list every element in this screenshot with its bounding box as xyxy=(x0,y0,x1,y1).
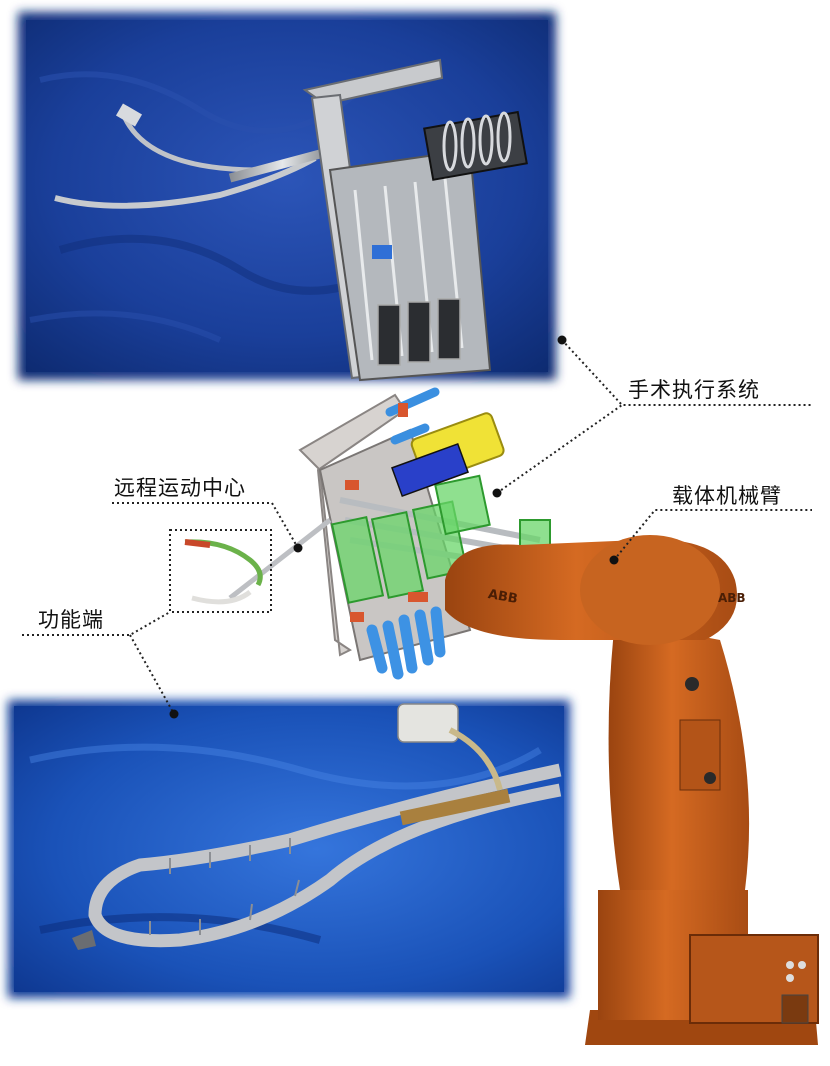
leader-dot-cad xyxy=(492,488,502,498)
bottom-photo xyxy=(8,700,570,998)
leader-effector xyxy=(22,611,171,636)
leader-surgical-to-cad xyxy=(496,404,623,494)
leader-surgical-to-photo xyxy=(561,339,812,406)
leader-dot-top-photo xyxy=(557,335,567,345)
leader-arm xyxy=(613,509,812,561)
cad-assembly xyxy=(184,387,551,680)
robot-logo-shoulder: ABB xyxy=(718,591,746,605)
robot-arm: ABB ABB xyxy=(445,535,819,1045)
label-carrier-arm: 载体机械臂 xyxy=(672,484,782,508)
leader-lines xyxy=(22,339,812,715)
leader-dot-bottom-photo xyxy=(169,709,179,719)
leader-dot-rcm xyxy=(293,543,303,553)
leader-dot-arm xyxy=(609,555,619,565)
top-photo xyxy=(18,12,556,382)
label-surgical-system: 手术执行系统 xyxy=(628,378,760,402)
end-effector-box xyxy=(169,529,272,613)
leader-rcm xyxy=(112,502,299,549)
label-rcm: 远程运动中心 xyxy=(114,476,246,500)
label-end-effector: 功能端 xyxy=(38,608,104,632)
leader-effector-to-photo xyxy=(129,634,175,715)
robot-logo-arm: ABB xyxy=(487,587,519,607)
